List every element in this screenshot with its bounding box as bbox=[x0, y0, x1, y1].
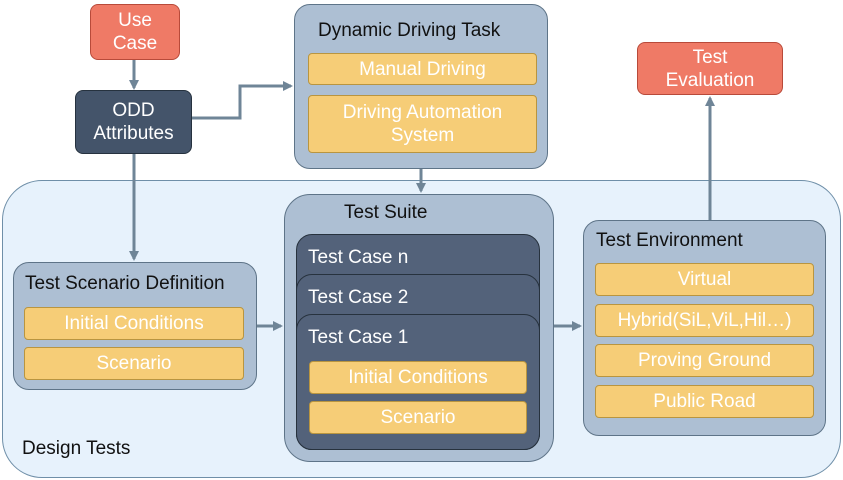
scenario-definition-initial-conditions-item: Initial Conditions bbox=[24, 307, 244, 340]
test-case-1-title: Test Case 1 bbox=[308, 327, 409, 348]
test-suite-title: Test Suite bbox=[344, 202, 428, 223]
scenario-definition-scenario-item: Scenario bbox=[24, 347, 244, 380]
test-scenario-definition-title: Test Scenario Definition bbox=[25, 273, 225, 294]
arrow-odd-to-ddt bbox=[192, 81, 293, 120]
test-case-initial-conditions-item: Initial Conditions bbox=[309, 361, 527, 394]
environment-hybrid-item: Hybrid(SiL,ViL,Hil…) bbox=[595, 304, 814, 337]
use-case-box: Use Case bbox=[90, 4, 180, 60]
design-tests-label: Design Tests bbox=[22, 438, 131, 459]
test-case-2-title: Test Case 2 bbox=[308, 287, 409, 308]
dynamic-driving-task-title: Dynamic Driving Task bbox=[318, 20, 501, 41]
test-case-scenario-item: Scenario bbox=[309, 401, 527, 434]
test-case-n-title: Test Case n bbox=[308, 247, 409, 268]
driving-automation-system-item: Driving Automation System bbox=[308, 95, 537, 153]
environment-proving-ground-item: Proving Ground bbox=[595, 344, 814, 377]
manual-driving-item: Manual Driving bbox=[308, 53, 537, 85]
test-environment-title: Test Environment bbox=[596, 230, 743, 251]
test-evaluation-box: Test Evaluation bbox=[637, 42, 783, 95]
environment-virtual-item: Virtual bbox=[595, 263, 814, 296]
environment-public-road-item: Public Road bbox=[595, 385, 814, 418]
odd-attributes-box: ODD Attributes bbox=[75, 90, 192, 154]
